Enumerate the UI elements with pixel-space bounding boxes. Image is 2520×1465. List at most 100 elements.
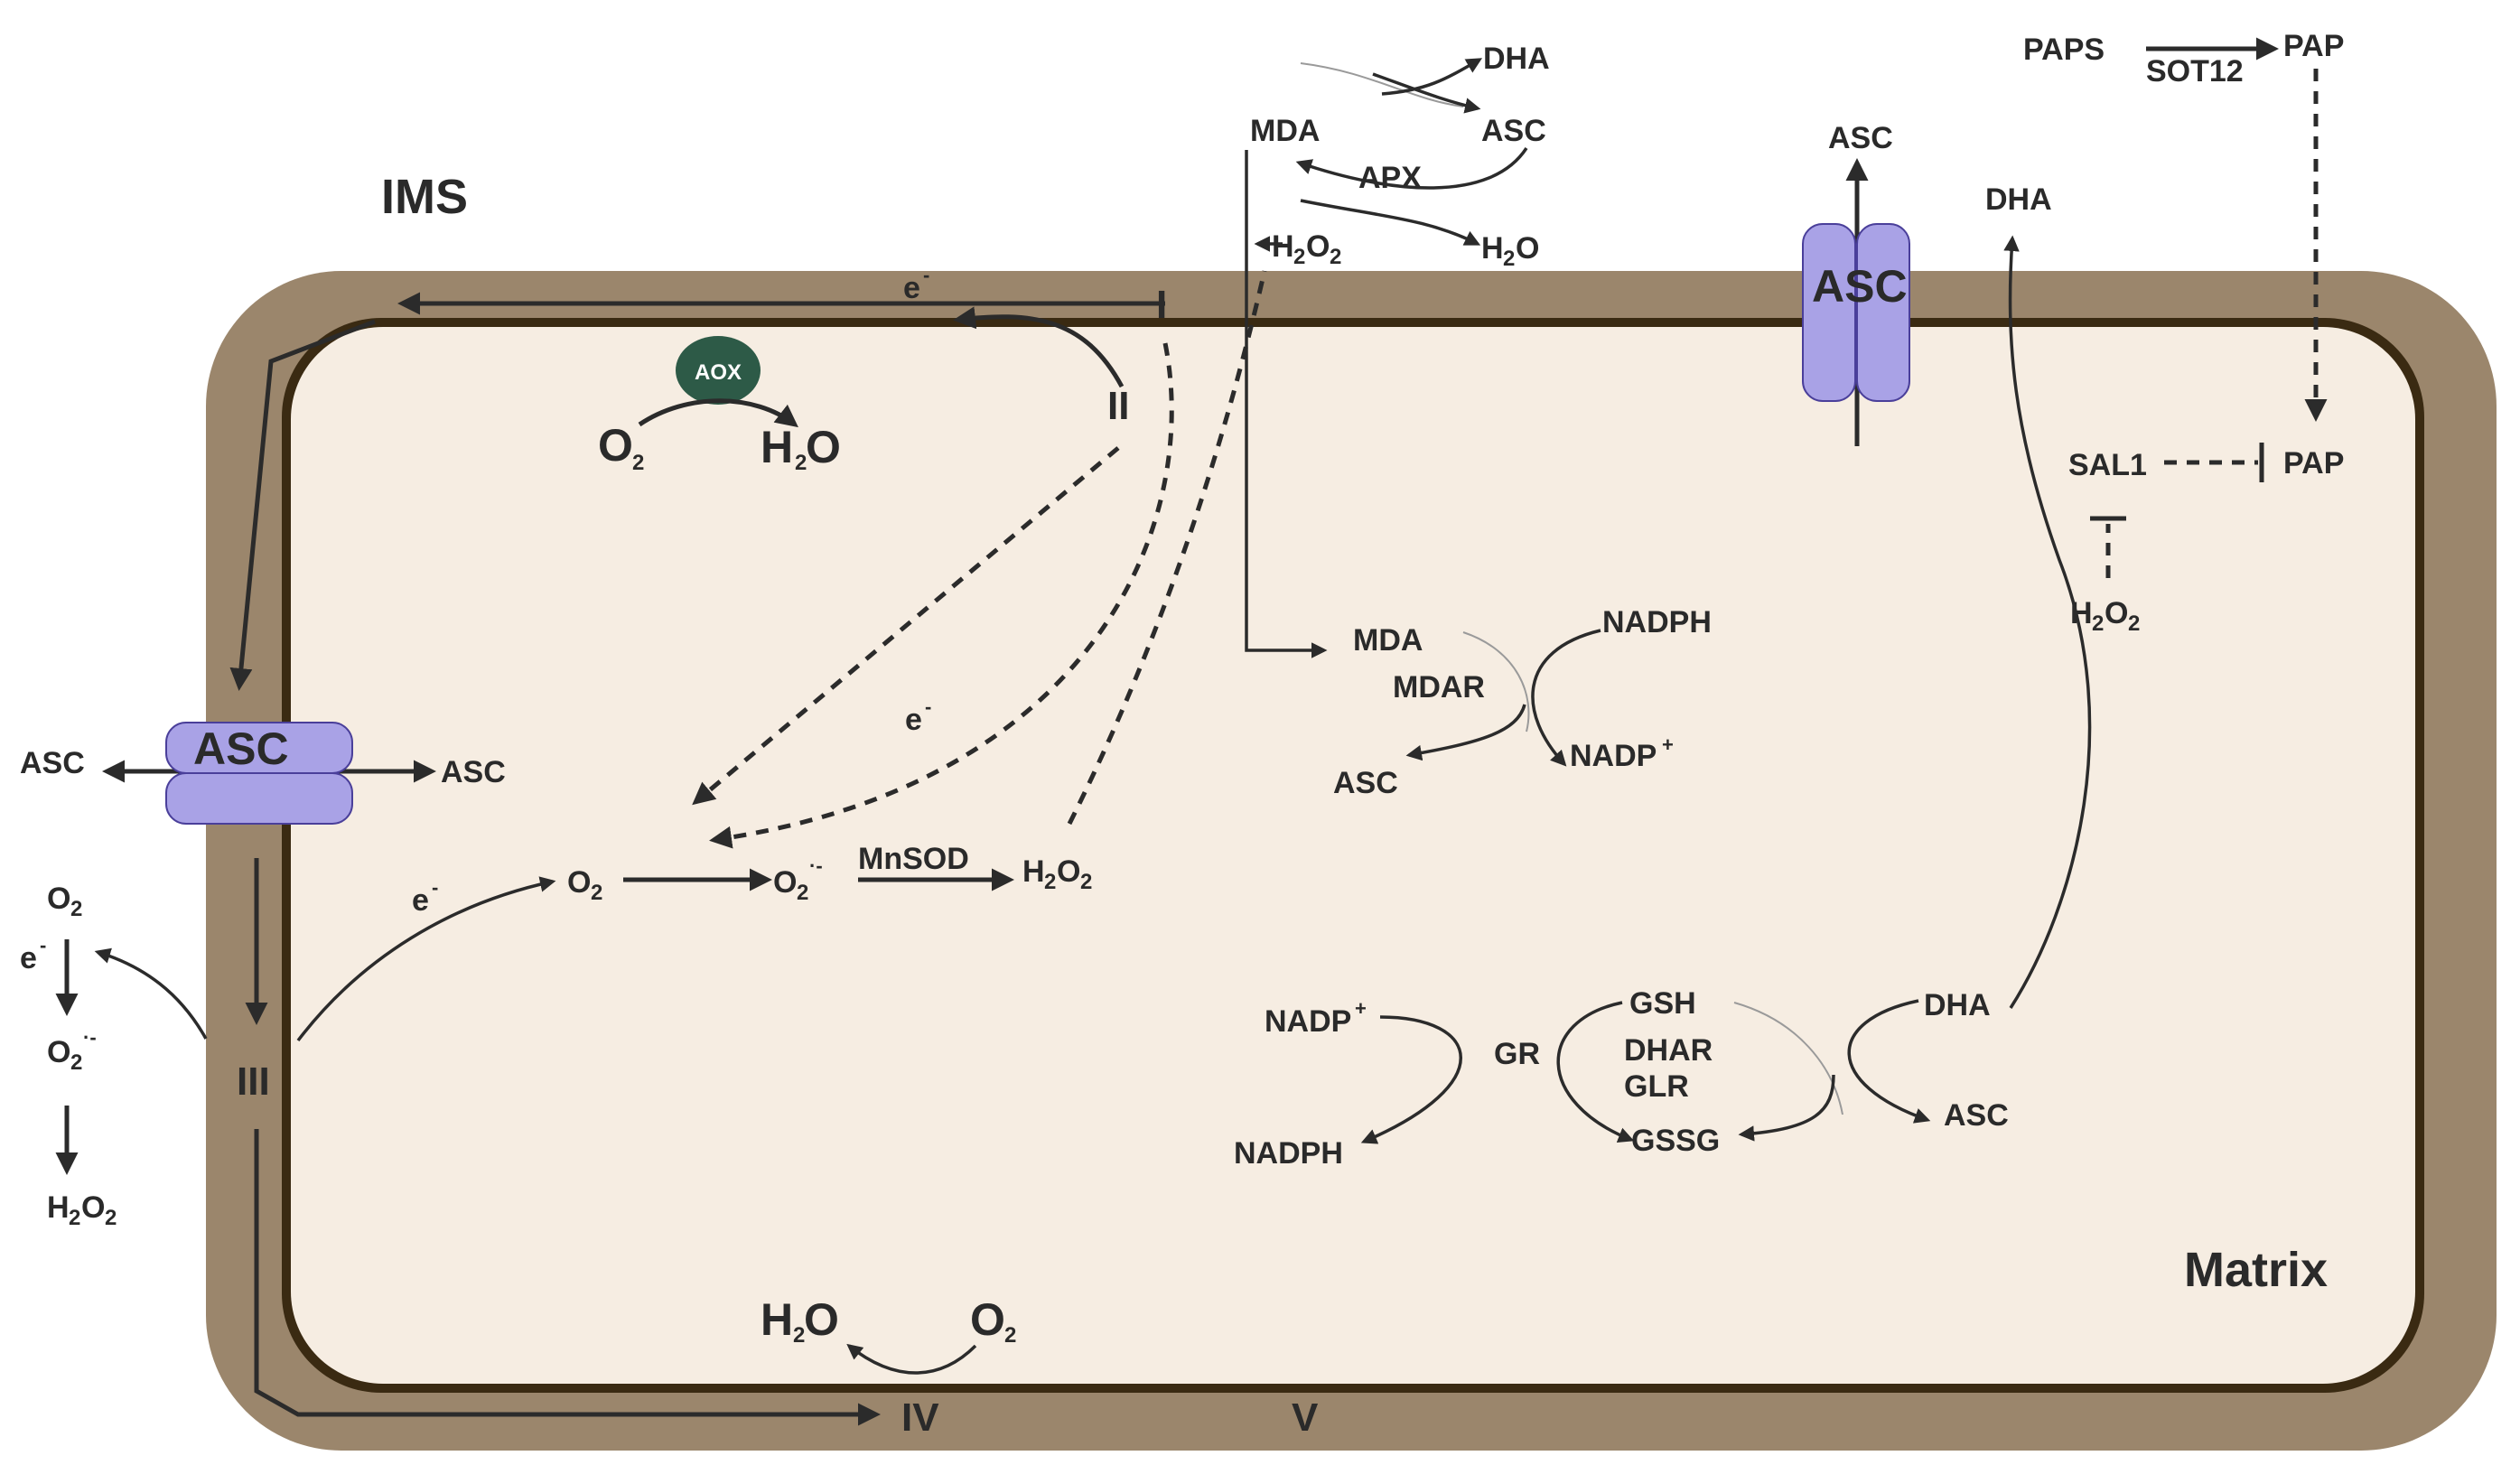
electron-label-top-sup: - — [923, 264, 929, 286]
ims-label: IMS — [381, 170, 468, 224]
gr-label: GR — [1494, 1037, 1540, 1071]
apx-h2o-o: O — [1516, 231, 1539, 266]
civ-h2o-o: O — [804, 1294, 839, 1345]
gr-nadp-to-nadph-arrow — [1360, 1015, 1462, 1144]
mdar-nadp: NADP — [1570, 739, 1657, 773]
leak-complex-ii — [692, 446, 1120, 806]
matrix-space — [291, 327, 2415, 1384]
matrix-h2o2-o: O — [1057, 854, 1080, 889]
mdar-nadp-sup: + — [1662, 733, 1674, 756]
matrix-h2o2-sub2: 2 — [1080, 870, 1092, 894]
electron-flow-left-down — [229, 319, 376, 691]
apx-to-asc-arrow — [1372, 72, 1481, 114]
sal1-h2o2-sub2: 2 — [2128, 611, 2140, 636]
matrix-superoxide: O — [773, 865, 797, 900]
paps-label: PAPS — [2023, 33, 2105, 67]
complex-i-label: I — [1156, 283, 1167, 327]
sot12-label: SOT12 — [2146, 54, 2244, 89]
complex-iv-label: IV — [901, 1395, 939, 1440]
sal1-h2o2-o: O — [2105, 596, 2128, 630]
asc-transporter-left-label: ASC — [193, 723, 289, 774]
asc-ims-left: ASC — [20, 746, 85, 780]
electron-label-top: e — [903, 271, 920, 305]
electron-flow-bottom — [254, 1129, 881, 1426]
ims-superoxide-sub: 2 — [70, 1050, 82, 1075]
dhar-gsh-to-gssg-arrow — [1738, 1074, 1835, 1142]
ims-superoxide: O — [47, 1035, 70, 1069]
pap-matrix: PAP — [2283, 446, 2344, 481]
gr-gsh-to-gssg-arrow — [1556, 1001, 1635, 1143]
gr-nadp-sup: + — [1355, 997, 1367, 1020]
apx-dha: DHA — [1483, 42, 1550, 76]
sal1-h2o2-sub1: 2 — [2092, 611, 2104, 636]
mnsod-label: MnSOD — [858, 842, 969, 876]
matrix-h2o2-h: H — [1022, 854, 1045, 889]
civ-h2o-sub: 2 — [793, 1323, 805, 1348]
mdar-nadph: NADPH — [1602, 605, 1712, 639]
apx-asc-to-mda-arrow — [1295, 147, 1528, 190]
leak-electron-label: e — [905, 703, 922, 737]
mdar-thin — [1462, 631, 1530, 732]
electron-label-iii: e — [412, 883, 429, 918]
gr-nadph: NADPH — [1234, 1136, 1343, 1171]
apx-asc: ASC — [1481, 114, 1546, 148]
mdar-label: MDAR — [1393, 670, 1485, 705]
gr-nadp: NADP — [1265, 1004, 1351, 1039]
complex-iii-to-ims-arrow — [94, 947, 208, 1040]
complex-v-label: V — [1292, 1395, 1319, 1440]
aox-h2o-h: H — [761, 422, 793, 472]
dhar-label: DHAR — [1624, 1033, 1713, 1068]
asc-transporter-top-label: ASC — [1812, 261, 1908, 312]
apx-h2o-h: H — [1481, 231, 1504, 266]
apx-mda: MDA — [1250, 114, 1320, 148]
ims-superoxide-sup: ·- — [83, 1026, 97, 1049]
asc-top-ims: ASC — [1828, 121, 1893, 155]
complex-ii-label: II — [1107, 384, 1129, 428]
dha-top: DHA — [1985, 182, 2052, 217]
glr-label: GLR — [1624, 1069, 1689, 1104]
aox-h2o-sub: 2 — [795, 451, 807, 475]
asc-matrix-left: ASC — [441, 755, 506, 789]
apx-h2o2-to-h2o-arrow — [1300, 199, 1481, 246]
apx-h2o2-h: H — [1272, 229, 1294, 264]
ims-o2-sub: 2 — [70, 897, 82, 921]
matrix-o2-sub: 2 — [591, 881, 602, 905]
apx-h2o2-o: O — [1306, 229, 1330, 264]
dhar-thin — [1733, 1002, 1843, 1115]
aox-badge — [676, 336, 761, 405]
civ-o2: O — [970, 1294, 1005, 1345]
apx-h2o2-sub2: 2 — [1330, 245, 1341, 269]
electron-label-iii-sup: - — [432, 876, 438, 899]
ims-o2: O — [47, 882, 70, 916]
matrix-o2: O — [567, 865, 591, 900]
sal1-h2o2-h: H — [2070, 596, 2093, 630]
aox-h2o-o: O — [806, 422, 841, 472]
complex-iii-label: III — [237, 1059, 270, 1104]
mdar-mda: MDA — [1353, 623, 1423, 658]
ims-h2o2-sub1: 2 — [69, 1206, 80, 1230]
mdar-nadph-to-nadp-arrow — [1531, 629, 1601, 767]
matrix-superoxide-sub: 2 — [797, 881, 808, 905]
asc-transporter-left-bottom — [165, 772, 353, 825]
aox-reaction-arrow — [638, 398, 798, 428]
matrix-label: Matrix — [2184, 1243, 2328, 1297]
aox-o2: O — [598, 420, 633, 471]
ims-electron: e — [20, 941, 37, 975]
dhar-asc: ASC — [1944, 1098, 2009, 1133]
apx-label: APX — [1358, 161, 1422, 195]
dhar-dha-to-asc-arrow — [1847, 999, 1931, 1124]
dhar-gssg: GSSG — [1631, 1124, 1720, 1158]
dhar-dha: DHA — [1924, 988, 1991, 1022]
mdar-mda-to-asc-arrow — [1405, 704, 1526, 761]
leak-electron-label-sup: - — [925, 695, 931, 718]
civ-h2o-h: H — [761, 1294, 793, 1345]
aox-label: AOX — [695, 360, 742, 385]
matrix-h2o2-sub1: 2 — [1044, 870, 1056, 894]
mda-to-matrix-line — [1245, 150, 1328, 658]
sal1-label: SAL1 — [2068, 448, 2147, 482]
ims-h2o2-sub2: 2 — [105, 1206, 117, 1230]
apx-mda-to-dha-arrow — [1381, 58, 1483, 96]
apx-h2o-sub: 2 — [1503, 247, 1515, 271]
asc-transporter-top-left — [1802, 223, 1856, 402]
